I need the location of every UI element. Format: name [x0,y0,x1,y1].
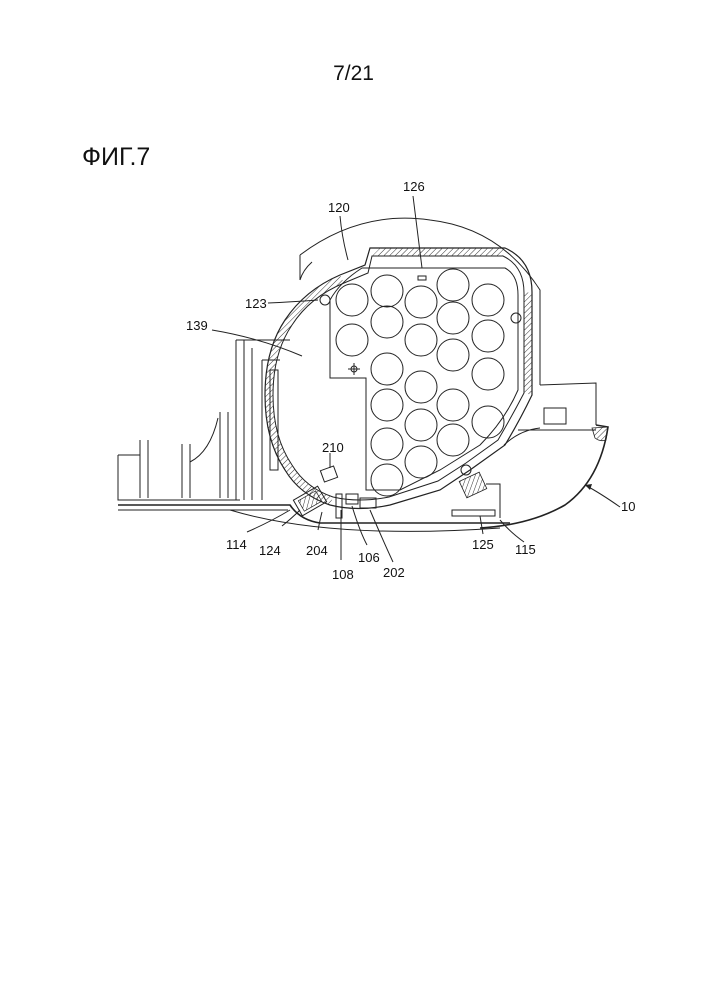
label-115: 115 [515,542,536,557]
label-139: 139 [186,318,208,333]
label-210: 210 [322,440,344,455]
left-duct-assembly [118,340,290,500]
reference-labels: 126 120 123 139 210 10 114 124 204 108 1… [186,179,635,582]
label-106: 106 [358,550,380,565]
label-126: 126 [403,179,425,194]
label-125: 125 [472,537,494,552]
label-10: 10 [621,499,635,514]
battery-cells [336,269,504,496]
cell-cartridge [330,268,518,490]
label-124: 124 [259,543,281,558]
label-123: 123 [245,296,267,311]
label-204: 204 [306,543,328,558]
label-120: 120 [328,200,350,215]
label-202: 202 [383,565,405,580]
label-114: 114 [226,537,247,552]
label-108: 108 [332,567,354,582]
lower-housing [480,383,608,528]
